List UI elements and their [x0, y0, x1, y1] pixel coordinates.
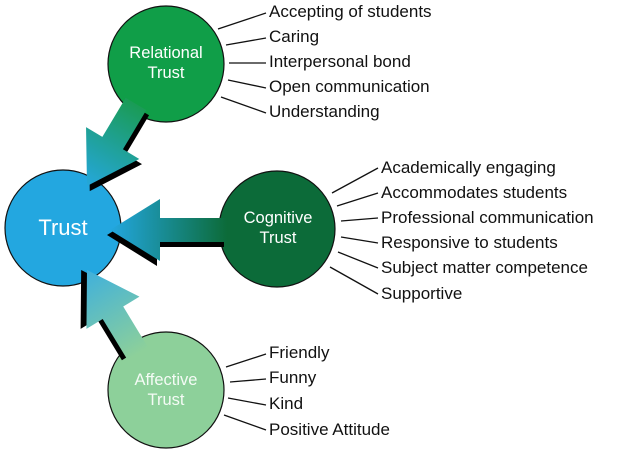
cognitive-trust-label: Cognitive Trust [244, 209, 313, 249]
affective-title-line1: Affective [134, 371, 198, 390]
connector-line [227, 397, 267, 406]
cognitive-item: Responsive to students [381, 233, 558, 252]
trust-label: Trust [38, 214, 88, 240]
relational-item: Caring [269, 27, 320, 46]
relational-title-line1: Relational [129, 44, 203, 63]
cognitive-item: Professional communication [381, 208, 594, 227]
relational-to-trust-arrow [86, 97, 150, 192]
affective-item: Funny [269, 368, 317, 387]
arrow-body [86, 97, 147, 186]
cognitive-title-line1: Cognitive [243, 209, 313, 228]
cognitive-item: Accommodates students [381, 183, 568, 202]
connector-line [217, 12, 267, 30]
connector-line [340, 217, 379, 222]
affective-trust-circle [107, 331, 225, 449]
connector-line [220, 96, 267, 114]
arrow-body [110, 199, 227, 261]
affective-item: Positive Attitude [269, 420, 390, 439]
affective-item: Kind [269, 394, 304, 413]
connector-line [329, 266, 379, 295]
relational-item: Open communication [269, 77, 430, 96]
connector-line [336, 192, 379, 207]
relational-item: Interpersonal bond [269, 52, 411, 71]
cognitive-item: Subject matter competence [381, 258, 588, 277]
connector-line [225, 37, 267, 46]
affective-title-line2: Trust [147, 391, 185, 409]
connector-line [337, 251, 379, 269]
relational-trust-circle [107, 5, 225, 123]
affective-trust-label: Affective Trust [135, 371, 198, 411]
cognitive-item: Supportive [381, 284, 463, 303]
connector-line [223, 414, 267, 431]
connector-line [227, 79, 267, 89]
cognitive-to-trust-arrow [107, 199, 227, 266]
relational-item: Accepting of students [269, 2, 432, 21]
connector-line [340, 236, 379, 244]
connector-line [225, 353, 267, 368]
relational-item: Understanding [269, 102, 380, 121]
cognitive-title-line2: Trust [259, 229, 297, 247]
connector-line [331, 167, 379, 194]
affective-item: Friendly [269, 343, 330, 362]
arrow-body [86, 270, 149, 361]
connector-line [229, 378, 267, 383]
affective-to-trust-arrow [80, 270, 149, 361]
cognitive-item: Academically engaging [381, 158, 556, 177]
relational-trust-label: Relational Trust [129, 44, 202, 84]
connector-lines [217, 12, 379, 431]
relational-title-line2: Trust [147, 64, 185, 82]
